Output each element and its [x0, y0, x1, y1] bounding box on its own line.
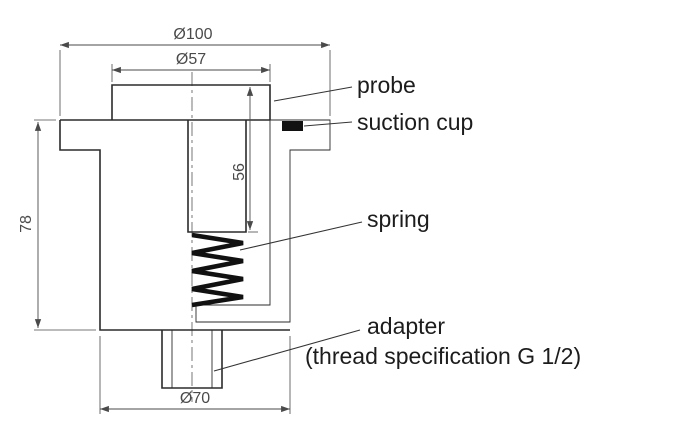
dim-probe-diameter-text: Ø57: [176, 51, 206, 68]
dim-probe-depth-text: 56: [231, 163, 248, 181]
adapter-outline: [161, 330, 223, 389]
dimension-outer-diameter: Ø100: [59, 26, 331, 116]
adapter-leader-line: [213, 329, 361, 372]
adapter-thread-note: (thread specification G 1/2): [305, 343, 581, 369]
adapter-label: adapter: [367, 313, 445, 339]
probe-top-outline: [111, 84, 271, 120]
dim-outer-diameter-text: Ø100: [173, 26, 212, 43]
suction-cup-leader-line: [303, 121, 353, 127]
dimension-probe-depth: 56: [231, 87, 258, 233]
dimension-body-height: 78: [18, 119, 96, 331]
dim-bottom-diameter-text: Ø70: [180, 390, 210, 407]
suction-cup-section: [195, 119, 331, 323]
probe-leader-line: [273, 86, 353, 102]
probe-label: probe: [357, 72, 416, 98]
spring-label: spring: [367, 206, 430, 232]
suction-cup-seal: [282, 121, 303, 131]
probe-shaft-outline: [187, 120, 247, 233]
dim-body-height-text: 78: [18, 215, 35, 233]
spring-coil: [191, 232, 244, 308]
dimension-probe-diameter: Ø57: [111, 51, 271, 82]
suction-cup-label: suction cup: [357, 109, 473, 135]
body-outline: [59, 120, 290, 331]
dimension-bottom-diameter: Ø70: [99, 336, 291, 414]
spring-leader-line: [239, 221, 363, 251]
